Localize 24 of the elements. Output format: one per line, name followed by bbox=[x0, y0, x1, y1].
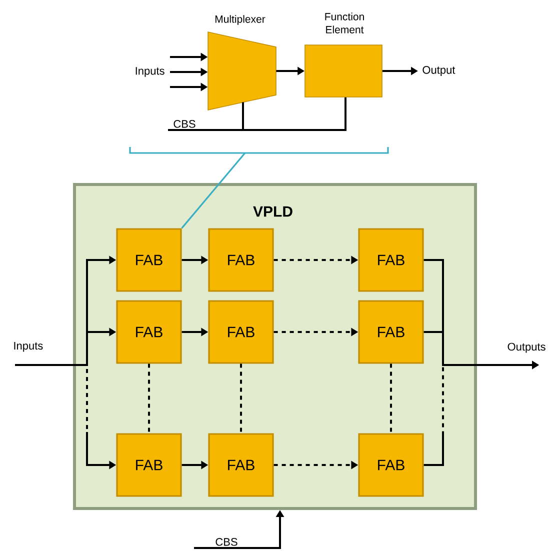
connector-line bbox=[168, 97, 346, 131]
label: Outputs bbox=[508, 342, 546, 353]
leader-line bbox=[181, 152, 246, 229]
label: CBS bbox=[174, 120, 196, 128]
label: Inputs bbox=[14, 342, 43, 352]
fab-box: FAB bbox=[208, 228, 274, 292]
fab-box: FAB bbox=[358, 433, 424, 497]
connector-line bbox=[240, 364, 242, 434]
node-label: Multiplexer bbox=[215, 15, 266, 25]
fab-box: FAB bbox=[358, 228, 424, 292]
multiplexer-trapezoid: Multiplexer bbox=[208, 15, 276, 110]
connector-line bbox=[390, 364, 392, 434]
label: Output bbox=[422, 66, 456, 76]
fab-box: FAB bbox=[116, 228, 182, 292]
fab-box: FAB bbox=[208, 300, 274, 364]
fab-box: FAB bbox=[358, 300, 424, 364]
fab-box: FAB bbox=[116, 433, 182, 497]
function-element-box: Function Element bbox=[304, 12, 382, 98]
connector-line bbox=[148, 364, 150, 434]
label: CBS bbox=[216, 538, 238, 546]
fab-box: FAB bbox=[208, 433, 274, 497]
label: Inputs bbox=[136, 67, 164, 77]
node-label: Function Element bbox=[325, 12, 364, 34]
fab-box: FAB bbox=[116, 300, 182, 364]
